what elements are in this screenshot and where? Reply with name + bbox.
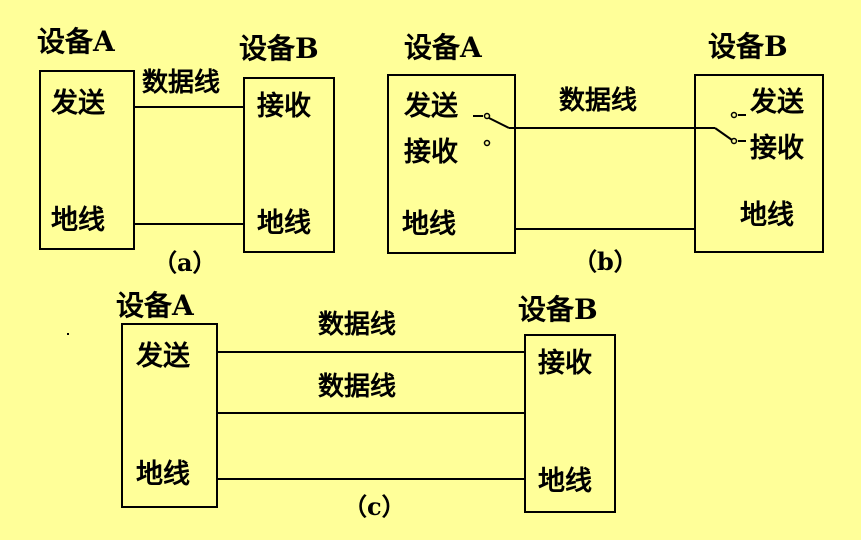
a-device-b-title: 设备B <box>239 32 319 65</box>
b-device-a-title: 设备A <box>404 31 482 64</box>
c-device-b-title: 设备B <box>518 293 598 326</box>
a-data-line-label: 数据线 <box>142 68 221 98</box>
c-b-ground-label: 地线 <box>538 466 592 497</box>
b-a-send-contact <box>483 112 491 120</box>
b-device-b-box <box>694 74 824 253</box>
b-a-receive-label: 接收 <box>404 137 458 168</box>
a-b-ground-label: 地线 <box>257 208 311 239</box>
b-b-recv-contact <box>730 137 738 145</box>
a-a-ground-label: 地线 <box>51 205 105 236</box>
c-send-label: 发送 <box>136 341 190 372</box>
b-device-b-title: 设备B <box>708 30 788 63</box>
c-receive-label: 接收 <box>538 348 592 379</box>
b-b-switch-blade <box>714 127 733 141</box>
a-send-label: 发送 <box>51 88 105 119</box>
b-a-ground-label: 地线 <box>402 209 456 240</box>
caption-a: （a） <box>153 248 217 277</box>
b-data-line-label: 数据线 <box>559 86 638 116</box>
b-b-ground-label: 地线 <box>740 200 794 231</box>
c-device-b-box <box>524 334 616 513</box>
b-device-a-box <box>387 74 516 254</box>
b-b-receive-label: 接收 <box>750 133 804 164</box>
c-a-ground-label: 地线 <box>136 459 190 490</box>
b-b-send-label: 发送 <box>750 87 804 118</box>
caption-c: （c） <box>343 492 406 521</box>
b-b-send-contact <box>730 111 738 119</box>
a-device-a-title: 设备A <box>37 25 115 58</box>
c-device-a-box <box>121 323 218 508</box>
b-a-recv-contact <box>483 139 491 147</box>
c-data-line-1-label: 数据线 <box>318 310 397 340</box>
caption-b: （b） <box>573 247 638 276</box>
b-a-send-label: 发送 <box>404 91 458 122</box>
c-data-line-2-label: 数据线 <box>318 372 397 402</box>
a-device-a-box <box>39 70 135 250</box>
a-device-b-box <box>243 77 335 253</box>
stray-dot <box>67 333 69 335</box>
c-device-a-title: 设备A <box>116 289 194 322</box>
b-a-switch-blade <box>488 117 510 129</box>
a-receive-label: 接收 <box>257 91 311 122</box>
